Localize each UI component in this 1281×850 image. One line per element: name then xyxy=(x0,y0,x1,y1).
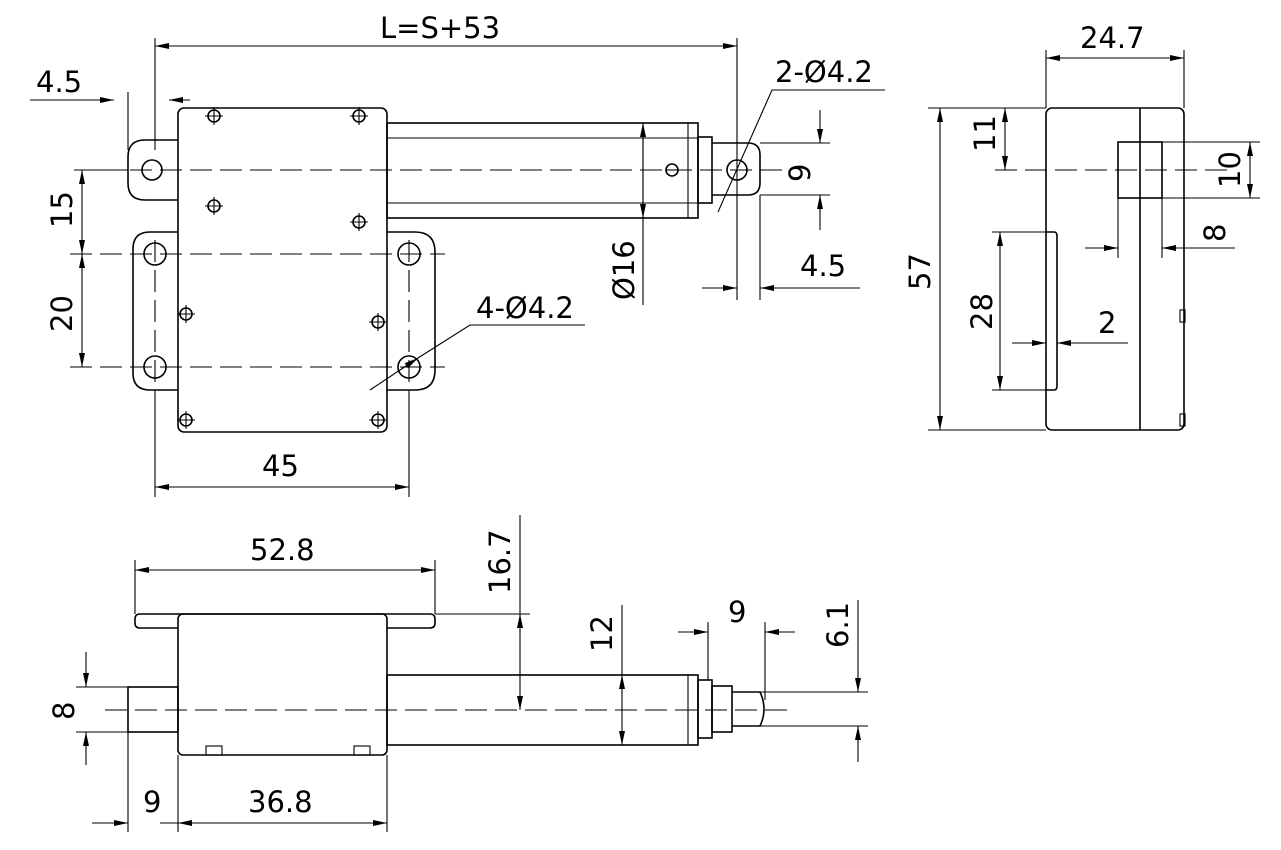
dim-flange-to-center: 16.7 xyxy=(483,529,517,594)
dim-length: L=S+53 xyxy=(380,11,500,45)
dim-flange-length: 52.8 xyxy=(250,533,315,567)
top-view: L=S+53 4.5 15 20 Ø16 9 4.5 2-Ø4.2 4-Ø4.2… xyxy=(30,11,885,497)
dim-plate-thickness: 2 xyxy=(1098,306,1116,340)
screws xyxy=(176,106,388,430)
dim-stub-length: 9 xyxy=(143,785,161,819)
flange-plate xyxy=(132,231,436,391)
dim-clevis-offset: 4.5 xyxy=(800,249,846,283)
side-body xyxy=(1045,107,1185,431)
dim-flange-width: 45 xyxy=(262,449,299,483)
dim-connector-height: 10 xyxy=(1213,151,1247,188)
side-view: 24.7 57 11 10 8 28 2 xyxy=(903,21,1260,431)
bottom-clevis xyxy=(732,691,765,727)
bottom-view: 52.8 16.7 12 9 6.1 8 9 36.8 xyxy=(47,515,868,832)
dim-clevis-width: 9 xyxy=(783,164,817,182)
dim-clevis-thickness: 6.1 xyxy=(821,602,855,648)
bottom-flange xyxy=(134,613,436,629)
dim-top-to-center: 11 xyxy=(968,115,1002,152)
dim-plate-height: 28 xyxy=(965,293,999,330)
dim-clevis-length: 9 xyxy=(728,595,746,629)
dim-rod-diameter: Ø16 xyxy=(607,240,641,300)
bottom-body xyxy=(177,613,388,756)
dim-flange-hole-spacing: 20 xyxy=(45,295,79,332)
dim-flange-holes: 4-Ø4.2 xyxy=(476,291,574,325)
dim-ear-to-flange: 15 xyxy=(45,191,79,228)
side-plate xyxy=(1046,231,1058,391)
dim-tube-diameter: 12 xyxy=(585,615,619,652)
motor-body xyxy=(177,107,388,433)
dim-total-height: 57 xyxy=(903,253,937,290)
dim-connector-width: 8 xyxy=(1198,224,1232,242)
clevis xyxy=(712,142,761,196)
dim-stub-height: 8 xyxy=(47,702,81,720)
dim-depth: 24.7 xyxy=(1080,21,1145,55)
dim-body-length: 36.8 xyxy=(248,785,313,819)
dim-ear-offset: 4.5 xyxy=(36,65,82,99)
dim-rod-holes: 2-Ø4.2 xyxy=(775,55,873,89)
